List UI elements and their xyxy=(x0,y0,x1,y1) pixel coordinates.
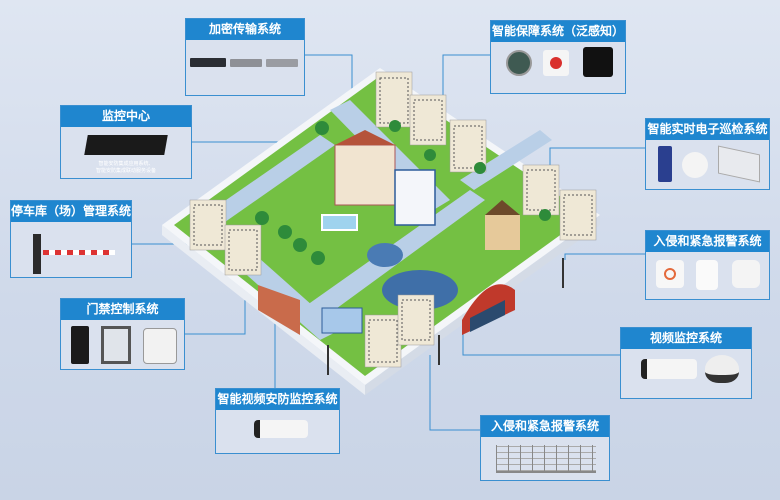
house xyxy=(485,200,520,250)
network-switch-icon xyxy=(266,59,298,67)
panel-video-monitoring: 视频监控系统 xyxy=(620,327,752,399)
kiosk-icon xyxy=(143,328,177,364)
panel-patrol: 智能实时电子巡检系统 xyxy=(645,118,770,190)
apartment-building xyxy=(397,294,435,346)
apartment-building xyxy=(559,189,597,241)
panel-access-control: 门禁控制系统 xyxy=(60,298,185,370)
network-switch-icon xyxy=(190,58,226,67)
panel-title: 入侵和紧急报警系统 xyxy=(646,231,769,252)
barrier-gate-icon xyxy=(43,250,115,255)
caption-line: 智能安防集成联动服务设备 xyxy=(95,168,156,174)
gateway-device-icon xyxy=(718,145,760,183)
guard-house xyxy=(321,307,363,334)
bullet-camera-icon xyxy=(254,420,308,438)
panel-smart-guarantee: 智能保障系统（泛感知） xyxy=(490,20,626,94)
panel-smart-video: 智能视频安防监控系统 xyxy=(215,388,340,454)
apartment-building xyxy=(375,71,413,128)
smartphone-icon xyxy=(658,146,672,182)
sos-button-icon xyxy=(543,50,569,76)
panel-parking: 停车库（场）管理系统 xyxy=(10,200,132,278)
office-building xyxy=(394,169,436,226)
panel-title: 视频监控系统 xyxy=(621,328,751,349)
apartment-building xyxy=(224,224,262,276)
panel-encrypted-transmission: 加密传输系统 xyxy=(185,18,305,96)
pool xyxy=(321,214,358,231)
panel-title: 停车库（场）管理系统 xyxy=(11,201,131,222)
apartment-building xyxy=(364,314,402,368)
wireless-reader-icon xyxy=(682,152,708,178)
server-icon xyxy=(84,135,168,155)
panel-title: 监控中心 xyxy=(61,106,191,127)
panel-title: 门禁控制系统 xyxy=(61,299,184,320)
panel-intrusion-bottom: 入侵和紧急报警系统 xyxy=(480,415,610,481)
network-switch-icon xyxy=(230,59,262,67)
panel-title: 加密传输系统 xyxy=(186,19,304,40)
panel-title: 入侵和紧急报警系统 xyxy=(481,416,609,437)
face-recognition-terminal-icon xyxy=(71,326,89,364)
bullet-camera-icon xyxy=(641,359,697,379)
motion-detector-icon xyxy=(696,260,718,290)
parking-garage xyxy=(462,284,515,335)
panel-title: 智能实时电子巡检系统 xyxy=(646,119,769,140)
parking-terminal-icon xyxy=(33,234,41,274)
pressure-sensor-icon xyxy=(506,50,532,76)
pond-small xyxy=(367,243,403,267)
caption-line: 智能安防集成应用系统、 xyxy=(98,161,154,167)
panel-intrusion-right: 入侵和紧急报警系统 xyxy=(645,230,770,300)
electronic-fence-icon xyxy=(496,445,596,473)
emergency-button-icon xyxy=(656,260,684,288)
alarm-sensor-icon xyxy=(732,260,760,288)
apartment-building xyxy=(189,199,227,251)
trees xyxy=(255,120,551,265)
gate xyxy=(258,285,300,335)
apartment-building xyxy=(522,164,560,216)
panel-monitoring-center: 监控中心 智能安防集成应用系统、 智能安防集成联动服务设备 xyxy=(60,105,192,179)
sensor-cylinder-icon xyxy=(583,47,613,77)
dome-camera-icon xyxy=(705,355,739,383)
turnstile-icon xyxy=(101,326,131,364)
panel-title: 智能视频安防监控系统 xyxy=(216,389,339,410)
villa xyxy=(334,130,396,206)
panel-title: 智能保障系统（泛感知） xyxy=(491,21,625,42)
buildings xyxy=(189,71,597,368)
apartment-building xyxy=(409,94,447,146)
street-lamps xyxy=(327,258,564,375)
